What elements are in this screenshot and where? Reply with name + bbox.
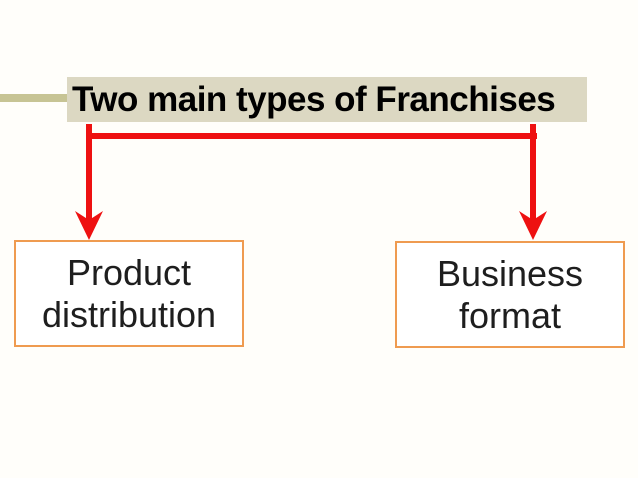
title-banner: Two main types of Franchises [67,77,587,122]
box-business-format: Business format [395,241,625,348]
slide-title: Two main types of Franchises [72,79,556,119]
arrow-down-right-icon [519,211,547,240]
box-product-distribution: Product distribution [14,240,244,347]
arrow-down-left-icon [75,211,103,240]
box-business-format-label: Business format [436,252,584,336]
accent-line [0,94,67,102]
box-product-distribution-label: Product distribution [41,251,217,335]
